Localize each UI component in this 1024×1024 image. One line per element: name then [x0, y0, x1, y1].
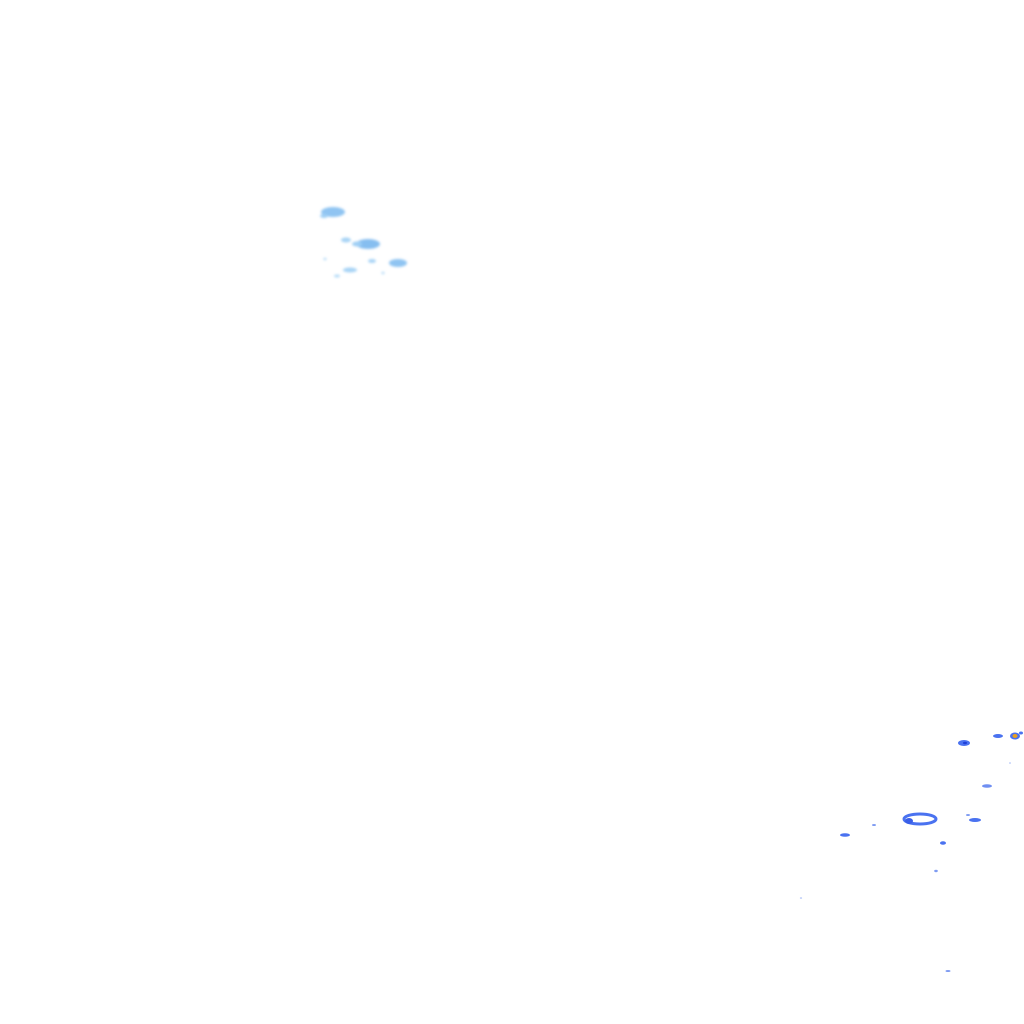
precip-cluster-southeast [799, 731, 1023, 972]
precip-cell [872, 824, 876, 826]
precip-cell [381, 271, 385, 275]
precip-cell [320, 214, 328, 218]
precip-cell [993, 734, 1003, 738]
precip-cell-intense [1012, 734, 1018, 738]
precip-cell [368, 259, 376, 263]
precip-cell [902, 812, 938, 826]
precip-cell [323, 257, 327, 261]
precip-cell [334, 274, 340, 278]
precip-cell [1009, 762, 1011, 764]
precip-cell [934, 869, 938, 873]
precip-cell [352, 241, 362, 247]
precip-cell [963, 741, 967, 745]
precip-cell [945, 970, 951, 972]
precip-cell [982, 784, 992, 788]
precip-cell [341, 237, 351, 243]
precip-cell [389, 259, 407, 267]
precip-cell [969, 818, 981, 822]
precip-cell [905, 818, 913, 824]
precip-cell [940, 841, 946, 845]
precip-cell [343, 267, 357, 273]
precip-cluster-northwest [320, 207, 407, 278]
precip-cell [356, 239, 380, 249]
precip-cell [1019, 731, 1023, 735]
precip-cell [321, 207, 345, 217]
precip-cell [799, 897, 803, 899]
precip-cell [966, 814, 970, 816]
precip-cell [840, 833, 850, 837]
